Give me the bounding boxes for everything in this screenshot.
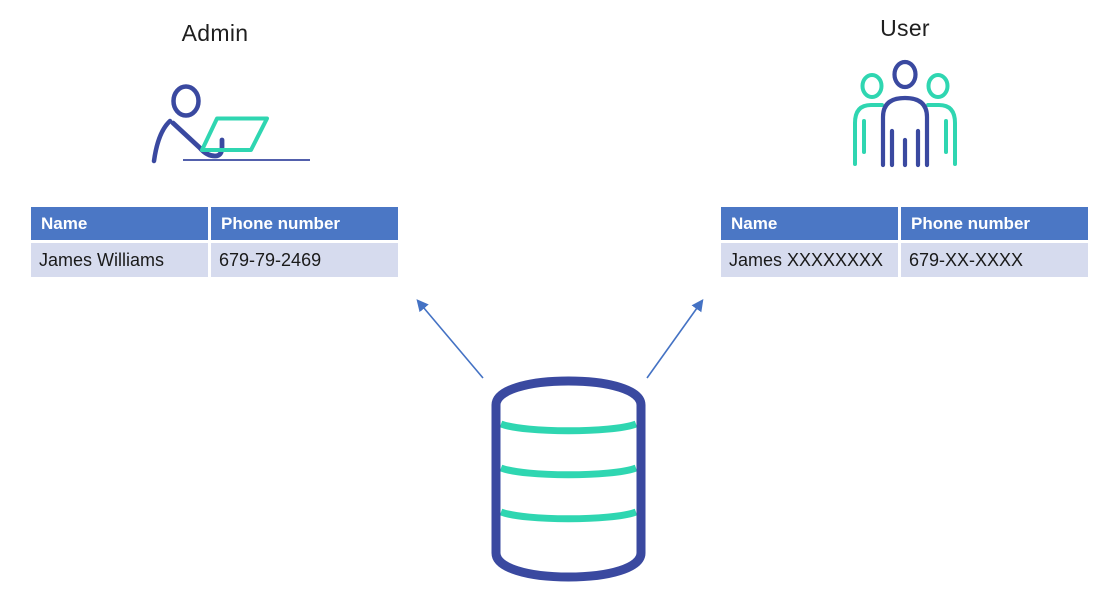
admin-cell-phone: 679-79-2469: [211, 243, 398, 277]
database-arrows: [416, 299, 704, 379]
right-person-head: [926, 73, 950, 99]
laptop-screen: [200, 116, 269, 152]
user-col-name: Name: [721, 207, 898, 240]
user-cell-phone: 679-XX-XXXX: [901, 243, 1088, 277]
center-person-body: [880, 95, 930, 168]
db-to-admin-arrow: [416, 299, 484, 379]
right-person-body: [926, 103, 957, 166]
user-table: Name Phone number James XXXXXXXX 679-XX-…: [721, 207, 1088, 277]
db-to-user-arrow: [646, 299, 704, 379]
admin-cell-name: James Williams: [31, 243, 208, 277]
user-cell-name: James XXXXXXXX: [721, 243, 898, 277]
admin-back: [151, 118, 173, 164]
admin-col-name: Name: [31, 207, 208, 240]
left-person-head: [860, 73, 884, 99]
user-title: User: [880, 15, 930, 41]
admin-title: Admin: [181, 20, 249, 46]
admin-table: Name Phone number James Williams 679-79-…: [31, 207, 398, 277]
user-col-phone: Phone number: [901, 207, 1088, 240]
admin-head: [171, 84, 201, 118]
admin-col-phone: Phone number: [211, 207, 398, 240]
people-group-icon: [853, 59, 957, 168]
person-at-laptop-icon: [151, 84, 310, 164]
db-band-1: [499, 420, 638, 435]
db-band-3: [499, 508, 638, 523]
db-outline: [491, 376, 646, 582]
left-person-body: [853, 103, 884, 166]
database-cylinder-icon: [491, 376, 646, 582]
center-person-head: [892, 59, 918, 90]
db-band-2: [499, 464, 638, 479]
